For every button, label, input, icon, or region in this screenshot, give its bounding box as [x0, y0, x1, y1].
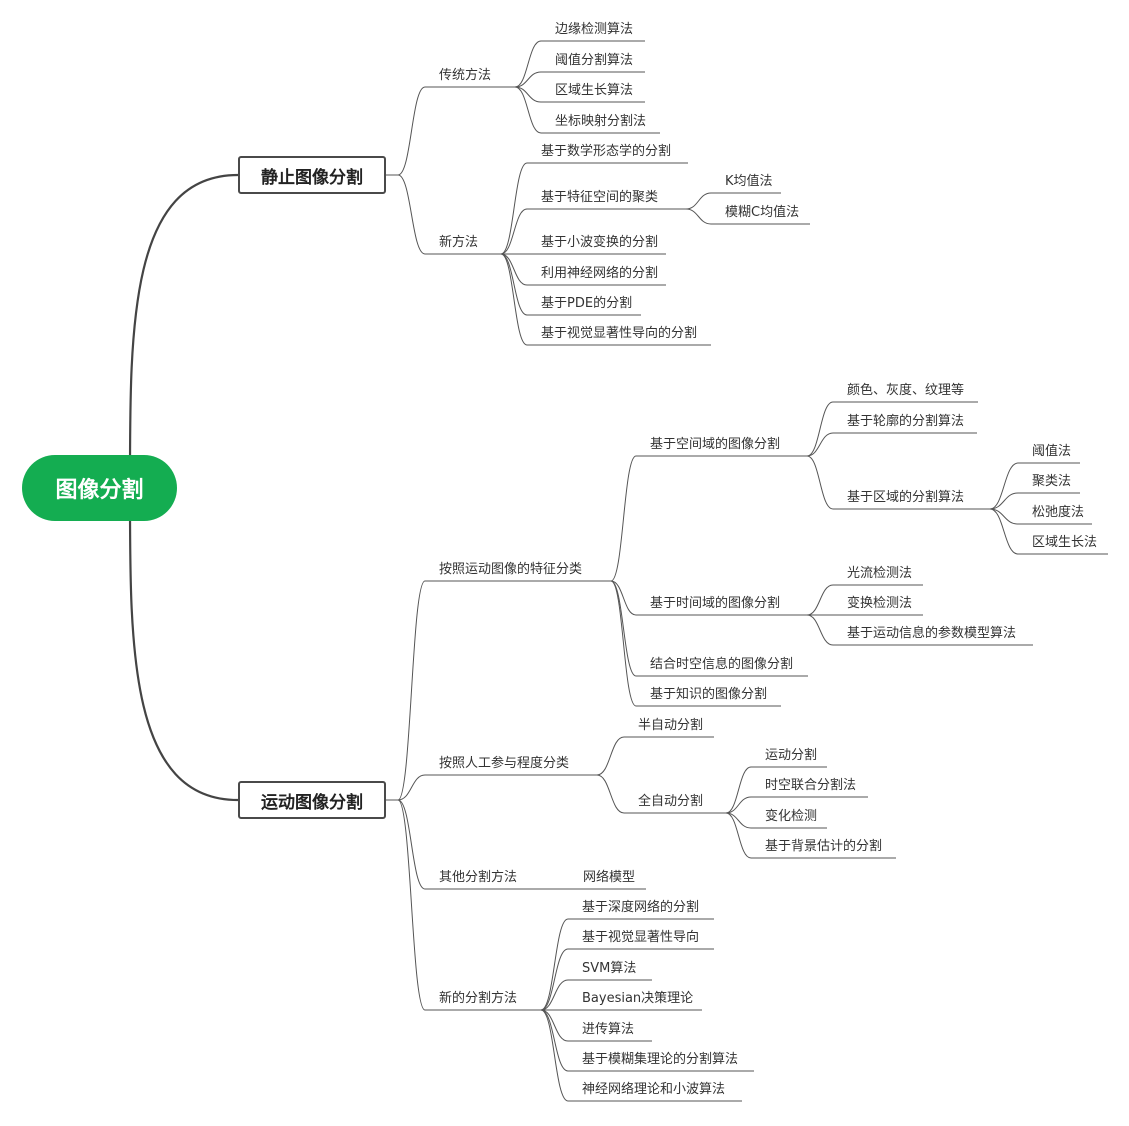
- topic-b-1-3-5[interactable]: 基于模糊集理论的分割算法: [582, 1052, 739, 1067]
- connector-line: [500, 253, 528, 346]
- connector-line: [806, 584, 834, 616]
- topic-b-0-1[interactable]: 新方法: [439, 235, 479, 250]
- topic-b-1-1-1-3[interactable]: 基于背景估计的分割: [765, 839, 883, 854]
- connector-line: [989, 492, 1019, 510]
- topic-b-1-0-2[interactable]: 结合时空信息的图像分割: [650, 657, 794, 672]
- topic-b-1-0-0-1[interactable]: 基于轮廓的分割算法: [847, 414, 965, 429]
- connector-line: [540, 1009, 569, 1042]
- topic-b-1-3-6[interactable]: 神经网络理论和小波算法: [582, 1082, 726, 1097]
- topic-b-1-0-1[interactable]: 基于时间域的图像分割: [650, 596, 781, 611]
- connector-line: [540, 918, 569, 1011]
- topic-b-1-0-0-2-3[interactable]: 区域生长法: [1032, 535, 1098, 550]
- connector-line: [500, 162, 528, 255]
- topic-b-1-0-3[interactable]: 基于知识的图像分割: [650, 687, 768, 702]
- topic-b-0-1-0[interactable]: 基于数学形态学的分割: [541, 144, 672, 159]
- connector-line: [500, 253, 528, 286]
- topic-b-0-1-1-0[interactable]: K均值法: [725, 174, 773, 189]
- topic-b-1-2[interactable]: 其他分割方法: [439, 870, 518, 885]
- topic-b-0-0-3[interactable]: 坐标映射分割法: [555, 114, 647, 129]
- connector-line: [397, 774, 426, 801]
- connector-line: [989, 462, 1019, 510]
- topic-b-1-0-1-0[interactable]: 光流检测法: [847, 566, 913, 581]
- connector-line: [397, 86, 426, 176]
- connector-line: [725, 812, 752, 859]
- topic-b-1-1[interactable]: 按照人工参与程度分类: [439, 756, 570, 771]
- topic-b-1-0-0-2[interactable]: 基于区域的分割算法: [847, 490, 965, 505]
- topic-b-1-3-4[interactable]: 进传算法: [582, 1022, 635, 1037]
- connector-line: [596, 736, 625, 776]
- topic-b-1-1-1-0[interactable]: 运动分割: [765, 748, 818, 763]
- connector-line: [806, 455, 834, 510]
- connector-line: [540, 948, 569, 1011]
- connector-line: [397, 799, 426, 1011]
- connector-line: [514, 40, 542, 88]
- topic-b-0-0-2[interactable]: 区域生长算法: [555, 83, 634, 98]
- topic-b-0-0-0[interactable]: 边缘检测算法: [555, 22, 634, 37]
- connector-line: [514, 86, 542, 134]
- connector-line: [500, 253, 528, 316]
- connector-line: [500, 208, 528, 255]
- connector-line: [610, 580, 637, 707]
- root-topic[interactable]: 图像分割: [22, 455, 177, 521]
- topic-b-1-0-0[interactable]: 基于空间域的图像分割: [650, 437, 781, 452]
- connector-line: [514, 71, 542, 88]
- topic-b-1-1-1[interactable]: 全自动分割: [638, 794, 704, 809]
- topic-b-0-1-1-1[interactable]: 模糊C均值法: [725, 205, 800, 220]
- topic-b-0-1-5[interactable]: 基于视觉显著性导向的分割: [541, 326, 698, 341]
- topic-b-1-1-0[interactable]: 半自动分割: [638, 718, 704, 733]
- connector-line: [725, 796, 752, 814]
- connector-line: [685, 208, 712, 225]
- topic-b-1-3-1[interactable]: 基于视觉显著性导向: [582, 930, 700, 945]
- connector-line: [685, 192, 712, 210]
- connector-line: [806, 614, 834, 646]
- connector-line: [128, 487, 239, 802]
- connector-line: [610, 580, 637, 677]
- connector-line: [806, 432, 834, 457]
- connector-line: [610, 580, 637, 616]
- main-topic-b-0[interactable]: 静止图像分割: [238, 156, 386, 194]
- connector-line: [725, 766, 752, 814]
- connector-line: [128, 173, 239, 489]
- topic-b-1-2-0[interactable]: 网络模型: [583, 870, 636, 885]
- topic-b-1-0-0-2-1[interactable]: 聚类法: [1032, 474, 1072, 489]
- connector-line: [397, 799, 426, 890]
- topic-b-0-1-4[interactable]: 基于PDE的分割: [541, 296, 633, 311]
- connector-line: [989, 508, 1019, 555]
- topic-b-1-0-0-2-2[interactable]: 松弛度法: [1032, 505, 1085, 520]
- connector-line: [397, 174, 426, 255]
- topic-b-1-3[interactable]: 新的分割方法: [439, 991, 518, 1006]
- topic-b-0-0[interactable]: 传统方法: [439, 68, 492, 83]
- connector-line: [540, 1009, 569, 1102]
- topic-b-1-0-1-1[interactable]: 变换检测法: [847, 596, 913, 611]
- topic-b-1-3-0[interactable]: 基于深度网络的分割: [582, 900, 700, 915]
- topic-b-1-1-1-2[interactable]: 变化检测: [765, 809, 818, 824]
- connector-line: [540, 979, 569, 1011]
- topic-b-0-1-2[interactable]: 基于小波变换的分割: [541, 235, 659, 250]
- connector-line: [540, 1009, 569, 1072]
- topic-b-1-3-3[interactable]: Bayesian决策理论: [582, 991, 694, 1006]
- topic-b-1-3-2[interactable]: SVM算法: [582, 961, 637, 976]
- main-topic-b-1[interactable]: 运动图像分割: [238, 781, 386, 819]
- topic-b-0-0-1[interactable]: 阈值分割算法: [555, 53, 634, 68]
- connector-line: [596, 774, 625, 814]
- connector-line: [397, 580, 426, 801]
- topic-b-1-0[interactable]: 按照运动图像的特征分类: [439, 562, 583, 577]
- topic-b-1-0-0-2-0[interactable]: 阈值法: [1032, 444, 1072, 459]
- connector-line: [610, 455, 637, 582]
- topic-b-1-0-0-0[interactable]: 颜色、灰度、纹理等: [847, 383, 965, 398]
- topic-b-1-0-1-2[interactable]: 基于运动信息的参数模型算法: [847, 626, 1017, 641]
- connector-line: [806, 401, 834, 457]
- topic-b-1-1-1-1[interactable]: 时空联合分割法: [765, 778, 857, 793]
- topic-b-0-1-3[interactable]: 利用神经网络的分割: [541, 266, 659, 281]
- connector-line: [989, 508, 1019, 525]
- topic-b-0-1-1[interactable]: 基于特征空间的聚类: [541, 190, 659, 205]
